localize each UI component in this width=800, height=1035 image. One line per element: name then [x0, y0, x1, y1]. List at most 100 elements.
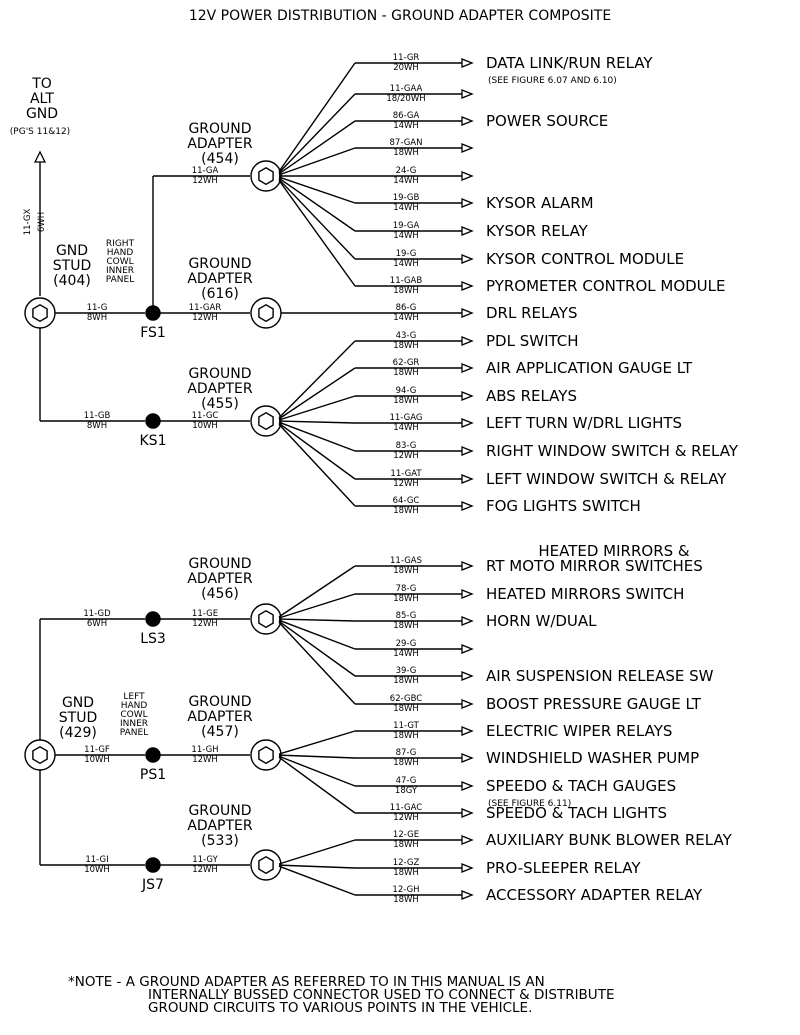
splice-ls3-icon	[145, 611, 161, 627]
adapter-456-output-1-fan-wire	[278, 593, 356, 619]
adapter-455-output-1-arrow-icon	[461, 363, 474, 373]
js7-in-circuit: 11-GI	[85, 855, 108, 865]
adapter-454-output-2-arrow-icon	[461, 116, 474, 126]
adapter-454-output-8-gauge: 18WH	[393, 286, 419, 296]
ground-stud-429-icon	[24, 739, 56, 771]
splice-ps1-icon	[145, 747, 161, 763]
splice-ps1-label: PS1	[140, 767, 166, 783]
adapter-457-title-0: GROUND	[188, 694, 251, 710]
connector-hex	[258, 166, 274, 186]
adapter-454-output-7-arrow-icon	[461, 254, 474, 264]
connector-ring	[250, 160, 282, 192]
adapter-616-output-0-label: DRL RELAYS	[486, 304, 577, 322]
adapter-454-output-2-gauge: 14WH	[393, 121, 419, 131]
adapter-457-output-1-arrow-icon	[461, 753, 474, 763]
adapter-533-connector-icon	[250, 849, 282, 881]
adapter-455-output-0-label: PDL SWITCH	[486, 332, 579, 350]
adapter-454-output-7-circuit: 19-G	[396, 249, 417, 259]
adapter-456-connector-icon	[250, 603, 282, 635]
adapter-454-output-3-circuit: 87-GAN	[390, 138, 423, 148]
adapter-457-output-0-fan-wire	[278, 730, 356, 755]
alt-gnd-label-1: ALT	[30, 91, 54, 107]
adapter-455-output-5-arrow-icon	[461, 474, 474, 484]
connector-ring	[250, 739, 282, 771]
adapter-454-output-4-gauge: 14WH	[393, 176, 419, 186]
splice-ls3-label: LS3	[140, 631, 166, 647]
stud-429-location-3: INNER	[120, 719, 148, 729]
adapter-454-output-0-arrow-icon	[461, 58, 474, 68]
adapter-454-output-6-arrow-icon	[461, 226, 474, 236]
stud-404-title-1: STUD	[53, 258, 91, 274]
adapter-456-title-2: (456)	[201, 586, 239, 602]
adapter-533-output-2-arrow-icon	[461, 890, 474, 900]
adapter-533-in-circuit: 11-GY	[192, 855, 218, 865]
adapter-455-output-2-circuit: 94-G	[396, 386, 417, 396]
adapter-455-in-gauge: 10WH	[192, 421, 218, 431]
stud-429-location-2: COWL	[120, 710, 147, 720]
stud-404-location-4: PANEL	[106, 275, 134, 285]
connector-hex	[258, 411, 274, 431]
adapter-457-in-gauge: 12WH	[192, 755, 218, 765]
alt-gnd-label-3: (PG'S 11&12)	[10, 127, 70, 137]
adapter-533-output-2-fan-wire	[278, 865, 356, 896]
adapter-455-output-1-fan-wire	[278, 367, 356, 420]
adapter-454-output-0-fan-wire	[278, 62, 356, 172]
adapter-457-output-1-label: WINDSHIELD WASHER PUMP	[486, 749, 699, 767]
adapter-454-output-5-label: KYSOR ALARM	[486, 194, 594, 212]
adapter-457-output-0-label: ELECTRIC WIPER RELAYS	[486, 722, 672, 740]
connector-hex	[32, 303, 48, 323]
splice-js7-icon	[145, 857, 161, 873]
adapter-457-output-2-fan-wire	[278, 755, 356, 787]
adapter-455-output-1-circuit: 62-GR	[393, 358, 420, 368]
adapter-455-connector-icon	[250, 405, 282, 437]
adapter-533-in-gauge: 12WH	[192, 865, 218, 875]
adapter-533-output-0-circuit: 12-GE	[393, 830, 419, 840]
adapter-456-output-0-gauge: 18WH	[393, 566, 419, 576]
adapter-457-output-1-gauge: 18WH	[393, 758, 419, 768]
ground-stud-404-icon	[24, 297, 56, 329]
adapter-455-output-0-gauge: 18WH	[393, 341, 419, 351]
alt-gnd-wire-circuit: 11-GX	[23, 209, 33, 236]
adapter-455-output-3-fan-wire	[278, 420, 356, 424]
adapter-533-output-0-label: AUXILIARY BUNK BLOWER RELAY	[486, 831, 733, 849]
adapter-455-output-2-arrow-icon	[461, 391, 474, 401]
adapter-455-output-0-circuit: 43-G	[396, 331, 417, 341]
adapter-456-output-2-circuit: 85-G	[396, 611, 417, 621]
connector-ring	[24, 739, 56, 771]
adapter-454-output-7-fan-wire	[278, 178, 356, 260]
adapter-454-in-circuit: 11-GA	[192, 166, 219, 176]
adapter-455-output-4-gauge: 12WH	[393, 451, 419, 461]
adapter-454-output-3-arrow-icon	[461, 143, 474, 153]
adapter-454-output-0-circuit: 11-GR	[393, 53, 420, 63]
connector-hex	[258, 855, 274, 875]
adapter-454-output-1-circuit: 11-GAA	[390, 84, 423, 94]
ks1-in-circuit: 11-GB	[84, 411, 111, 421]
adapter-456-output-0-arrow-icon	[461, 561, 474, 571]
stud-404-location-3: INNER	[106, 266, 134, 276]
adapter-616-output-0-circuit: 86-G	[396, 303, 417, 313]
adapter-456-output-5-circuit: 62-GBC	[390, 694, 422, 704]
alt-gnd-arrow-icon	[33, 150, 47, 163]
connector-ring	[250, 849, 282, 881]
adapter-454-output-6-circuit: 19-GA	[393, 221, 420, 231]
ps1-in-gauge: 10WH	[84, 755, 110, 765]
adapter-533-title-1: ADAPTER	[187, 818, 253, 834]
connector-hex	[258, 745, 274, 765]
stud-404-title-2: (404)	[53, 273, 91, 289]
ls3-in-circuit: 11-GD	[83, 609, 111, 619]
adapter-457-output-0-circuit: 11-GT	[393, 721, 419, 731]
connector-hex	[258, 303, 274, 323]
adapter-456-output-5-arrow-icon	[461, 699, 474, 709]
adapter-455-output-2-label: ABS RELAYS	[486, 387, 577, 405]
adapter-456-output-2-fan-wire	[278, 618, 356, 622]
adapter-454-output-4-arrow-icon	[461, 171, 474, 181]
adapter-457-output-1-fan-wire	[278, 754, 356, 759]
adapter-454-output-2-label: POWER SOURCE	[486, 112, 608, 130]
adapter-616-title-0: GROUND	[188, 256, 251, 272]
adapter-457-in-circuit: 11-GH	[191, 745, 218, 755]
adapter-456-output-5-gauge: 18WH	[393, 704, 419, 714]
adapter-454-output-2-circuit: 86-GA	[393, 111, 420, 121]
adapter-454-output-0-label: DATA LINK/RUN RELAY	[486, 54, 653, 72]
adapter-456-output-0-heading: HEATED MIRRORS &	[538, 542, 690, 560]
